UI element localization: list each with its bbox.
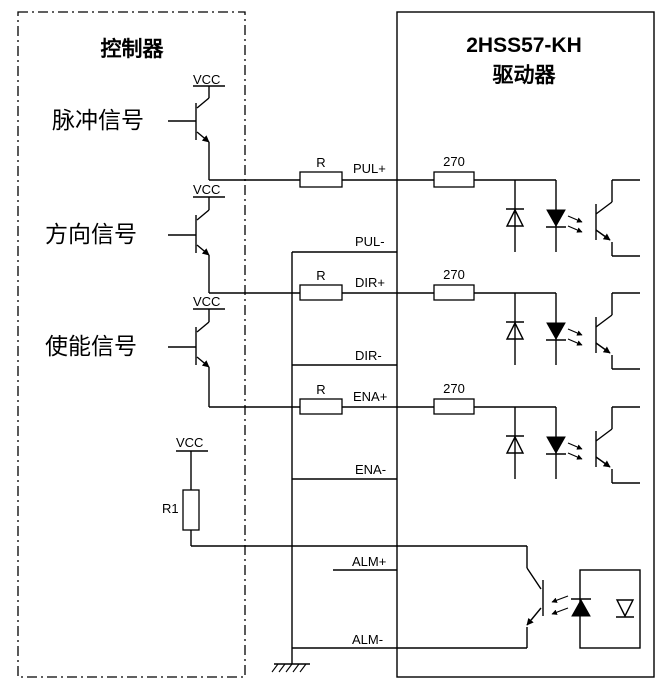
dir-signal-label: 方向信号 bbox=[45, 222, 137, 248]
alarm-optocoupler bbox=[397, 567, 641, 649]
pul-transistor bbox=[168, 85, 225, 180]
alarm-vcc-label: VCC bbox=[176, 435, 203, 450]
alarm-channel: VCC R1 ALM+ ALM- bbox=[162, 435, 641, 649]
pul-resistor-label: R bbox=[316, 155, 325, 170]
alarm-plus-label: ALM+ bbox=[352, 554, 386, 569]
ground-symbol bbox=[271, 663, 310, 673]
pul-driver-resistor bbox=[433, 171, 475, 188]
dir-plus-label: DIR+ bbox=[355, 275, 385, 290]
controller-title: 控制器 bbox=[101, 37, 165, 61]
alarm-minus-label: ALM- bbox=[352, 632, 383, 647]
ena-transistor bbox=[168, 308, 225, 407]
dir-vcc-label: VCC bbox=[193, 182, 220, 197]
ena-signal-label: 使能信号 bbox=[45, 334, 137, 360]
pul-plus-label: PUL+ bbox=[353, 161, 386, 176]
ena-resistor bbox=[299, 398, 343, 415]
ena-driver-resistor-label: 270 bbox=[443, 381, 465, 396]
driver-box bbox=[396, 11, 655, 678]
dir-resistor-label: R bbox=[316, 268, 325, 283]
dir-driver-resistor bbox=[433, 284, 475, 301]
dir-optocoupler bbox=[474, 292, 640, 370]
ena-plus-label: ENA+ bbox=[353, 389, 387, 404]
pul-vcc-label: VCC bbox=[193, 72, 220, 87]
dir-driver-resistor-label: 270 bbox=[443, 267, 465, 282]
driver-model: 2HSS57-KH bbox=[466, 34, 582, 57]
pul-driver-resistor-label: 270 bbox=[443, 154, 465, 169]
dir-resistor bbox=[299, 284, 343, 301]
ena-resistor-label: R bbox=[316, 382, 325, 397]
dir-channel: 方向信号 VCC R DIR+ DIR- 270 bbox=[45, 182, 640, 370]
alarm-resistor-label: R1 bbox=[162, 501, 179, 516]
ena-optocoupler bbox=[474, 406, 640, 484]
ena-channel: 使能信号 VCC R ENA+ ENA- 270 bbox=[45, 294, 640, 484]
dir-transistor bbox=[168, 196, 225, 293]
pul-signal-label: 脉冲信号 bbox=[52, 108, 144, 134]
pul-resistor bbox=[299, 171, 343, 188]
common-ground-bus bbox=[291, 251, 397, 664]
driver-title: 驱动器 bbox=[493, 63, 557, 87]
pul-minus-label: PUL- bbox=[355, 234, 385, 249]
pul-channel: 脉冲信号 VCC R PUL+ PUL- 270 bbox=[52, 72, 640, 257]
ena-minus-label: ENA- bbox=[355, 462, 386, 477]
ena-driver-resistor bbox=[433, 398, 475, 415]
alarm-resistor bbox=[182, 489, 200, 531]
dir-minus-label: DIR- bbox=[355, 348, 382, 363]
controller-boundary bbox=[17, 11, 246, 678]
pul-optocoupler bbox=[474, 179, 640, 257]
ena-vcc-label: VCC bbox=[193, 294, 220, 309]
